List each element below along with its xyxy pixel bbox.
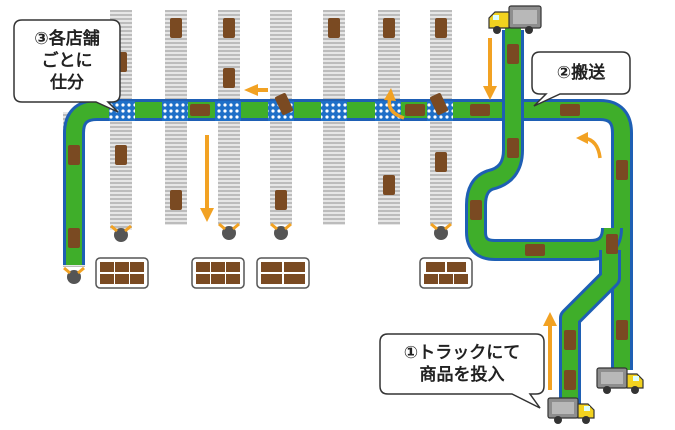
truck-icon <box>488 5 644 424</box>
chute-end-icon <box>63 222 452 284</box>
step1-label: ①トラックにて 商品を投入 <box>380 342 544 386</box>
step1-line2: 商品を投入 <box>419 365 505 385</box>
step3-label: ③各店舗 ごとに 仕分 <box>14 28 120 94</box>
step2-line1: ②搬送 <box>556 63 606 83</box>
sorter-divert-icon <box>109 101 453 121</box>
step1-line1: ①トラックにて <box>403 343 521 363</box>
step3-line2: ごとに <box>41 51 93 71</box>
main-conveyor <box>63 28 633 407</box>
flow-arrow-icon <box>200 38 602 390</box>
package-icon <box>68 18 628 390</box>
shipping-crate-icon <box>95 257 473 289</box>
step2-label: ②搬送 <box>532 62 630 84</box>
step3-line1: ③各店舗 <box>34 29 100 49</box>
step3-line3: 仕分 <box>50 73 84 93</box>
callout-bubbles <box>13 19 631 409</box>
